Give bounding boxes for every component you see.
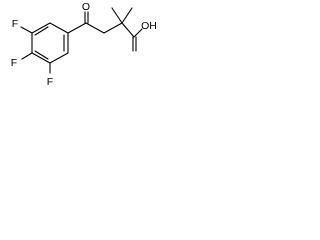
bond-ch2-quaternary <box>103 22 123 34</box>
atom-label-fluorine-middle: F <box>11 57 17 69</box>
atom-labels: O OH F F F <box>11 1 157 88</box>
atom-label-fluorine-bottom: F <box>47 76 53 88</box>
atom-label-ketone-oxygen: O <box>82 1 90 13</box>
ring-bond-3-inner <box>34 50 49 60</box>
bond-carboxyl-oh <box>133 28 143 38</box>
aromatic-ring <box>31 22 69 64</box>
bond-quaternary-carboxyl <box>121 22 135 38</box>
atom-label-fluorine-top: F <box>12 18 18 30</box>
ring-bond-3 <box>31 52 51 64</box>
bond-ring-carbonyl <box>67 22 87 34</box>
bond-methyl-2 <box>121 7 133 24</box>
ring-bond-1-inner <box>34 26 49 36</box>
fluorine-substituents <box>20 26 51 74</box>
side-chain <box>67 7 143 52</box>
atom-label-hydroxyl: OH <box>141 20 157 32</box>
ring-bond-4 <box>49 52 69 64</box>
ring-bond-6 <box>49 22 69 34</box>
bond-methyl-1 <box>111 7 123 24</box>
bond-c-f-top <box>20 26 33 34</box>
chemical-structure: O OH F F F <box>11 1 157 88</box>
bond-carbonyl-ch2 <box>85 22 105 34</box>
bond-c-f-middle <box>21 52 33 60</box>
ring-bond-1 <box>31 22 51 34</box>
